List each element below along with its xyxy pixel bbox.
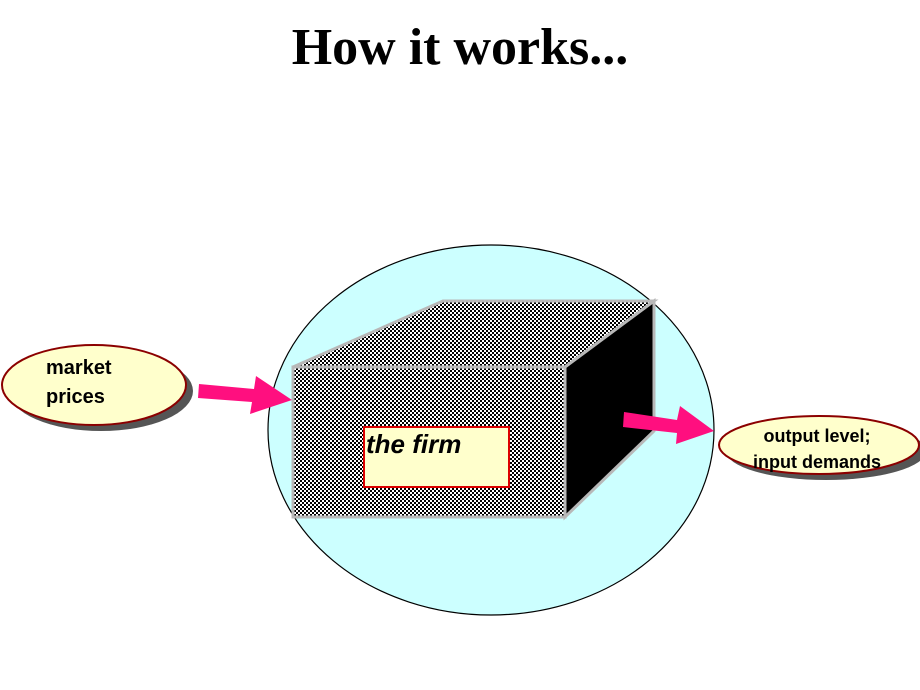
output-pill [718,415,920,475]
firm-label: the firm [366,429,462,459]
slide-title: How it works... [291,19,629,76]
input-pill [1,344,187,426]
output-label-line2: input demands [752,452,881,472]
output-label-line1: output level; [763,426,871,446]
firm-label-box [363,426,510,488]
input-label: market prices [46,354,112,412]
output-label: output level; input demands [722,423,912,475]
output-arrow [623,406,714,444]
input-arrow [198,376,292,414]
input-label-line1: market [46,357,112,379]
input-label-line2: prices [46,386,105,408]
